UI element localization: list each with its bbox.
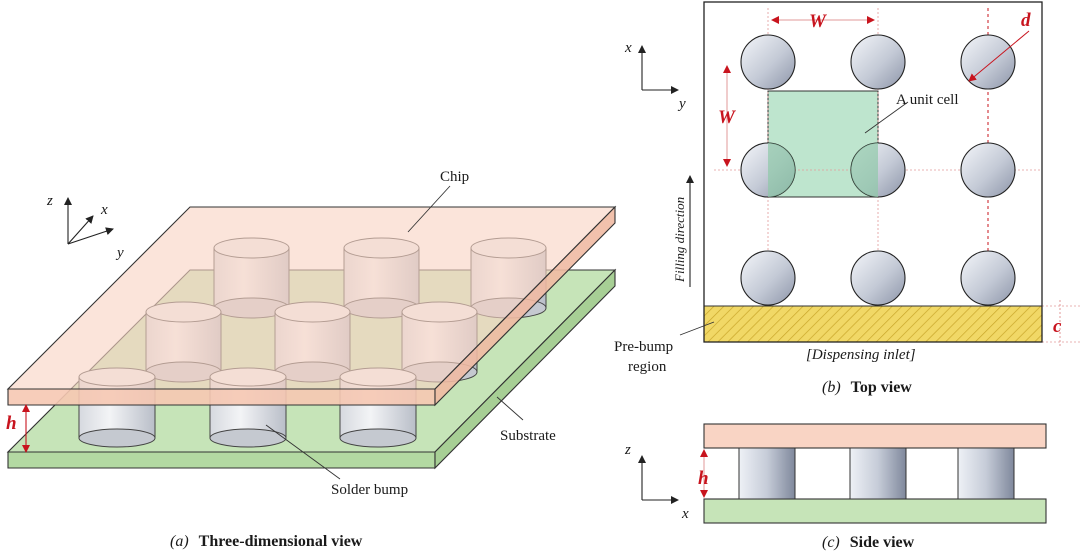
panel-a-3d-view: h Chip Substrate Solder bump z x y (a) T… xyxy=(6,169,617,550)
pre-bump-label-line2: region xyxy=(628,359,667,375)
bump-r1-c1 xyxy=(740,34,796,90)
top-view-frame xyxy=(703,1,1043,343)
bump-r2-c3 xyxy=(960,142,1016,198)
panel-b-top-view: W W d c A unit cell Filling direction Pr… xyxy=(614,1,1080,396)
caption-b: (b) Top view xyxy=(822,379,912,396)
unit-cell-half-bump-right xyxy=(851,143,878,197)
d-label: d xyxy=(1021,10,1031,31)
axis-y-3d: y xyxy=(115,245,124,261)
axis-x-side: x xyxy=(681,506,689,522)
axis-x-3d: x xyxy=(100,202,108,218)
h-label-side: h xyxy=(698,468,709,489)
axes-side-view xyxy=(638,455,679,504)
caption-a: (a) Three-dimensional view xyxy=(170,533,363,550)
solder-bump-label: Solder bump xyxy=(331,482,408,498)
h-label-3d: h xyxy=(6,413,17,434)
substrate-leader-line xyxy=(496,396,524,421)
side-bump-1 xyxy=(738,447,796,500)
side-bump-3 xyxy=(957,447,1015,500)
w-label-left: W xyxy=(718,107,736,128)
axis-y-top: y xyxy=(677,96,686,112)
chip-leader-line xyxy=(407,185,451,233)
chip xyxy=(6,205,617,407)
bump-r1-c2 xyxy=(850,34,906,90)
axis-z-side: z xyxy=(624,442,631,458)
axes-top-view xyxy=(638,45,679,94)
pre-bump-label-line1: Pre-bump xyxy=(614,339,673,355)
filling-direction-label: Filling direction xyxy=(672,197,687,283)
bump-leader-line xyxy=(265,424,341,480)
pre-bump-leader xyxy=(679,321,715,336)
axis-z-3d: z xyxy=(46,193,53,209)
dispensing-inlet-label: [Dispensing inlet] xyxy=(806,347,916,363)
unit-cell-half-bump-left xyxy=(768,143,795,197)
bump-r3-c2 xyxy=(850,250,906,306)
bump-r3-c3 xyxy=(960,250,1016,306)
bump-r3-c1 xyxy=(740,250,796,306)
side-bump-2 xyxy=(849,447,907,500)
panel-c-side-view: h z x (c) Side view xyxy=(624,423,1047,551)
w-label-top: W xyxy=(809,11,827,32)
axis-x-top: x xyxy=(624,40,632,56)
caption-c: (c) Side view xyxy=(822,534,915,551)
pre-bump-region xyxy=(703,305,1043,343)
axes-3d xyxy=(64,197,114,245)
side-chip xyxy=(703,423,1047,449)
unit-cell-label: A unit cell xyxy=(896,92,959,108)
chip-label: Chip xyxy=(440,169,469,185)
unit-cell-leader xyxy=(864,101,909,134)
side-substrate xyxy=(703,498,1047,524)
substrate-label: Substrate xyxy=(500,428,556,444)
c-label: c xyxy=(1053,316,1062,337)
d-dimension xyxy=(968,30,1030,82)
